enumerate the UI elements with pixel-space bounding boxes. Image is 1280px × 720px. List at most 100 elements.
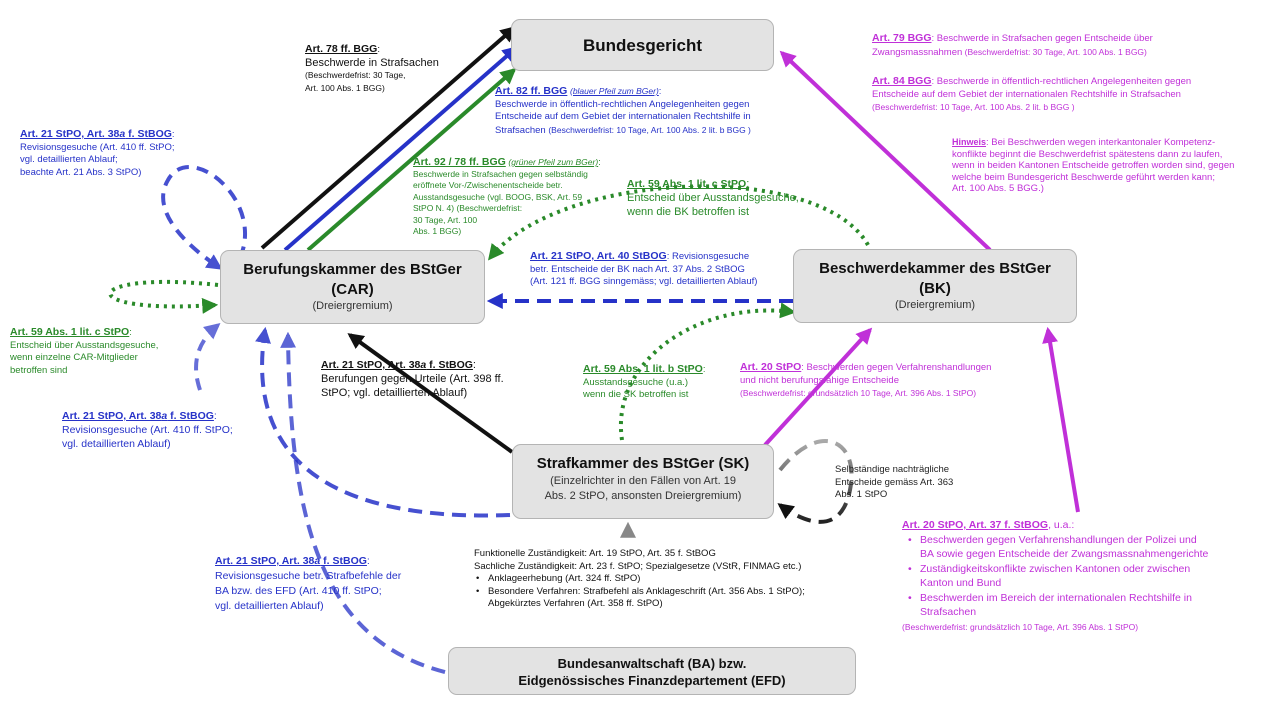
annotation-art21-40: Art. 21 StPO, Art. 40 StBOG: Revisionsge… bbox=[530, 250, 757, 289]
node-sk: Strafkammer des BStGer (SK) (Einzelricht… bbox=[512, 444, 774, 519]
arrow-sk-car-blue bbox=[255, 326, 511, 518]
art21-bot-l2: BA bzw. des EFD (Art. 410 ff. StPO; bbox=[215, 585, 382, 597]
annotation-art78-bgg: Art. 78 ff. BGG: Beschwerde in Strafsach… bbox=[305, 43, 439, 94]
art79-colon: : bbox=[931, 33, 935, 44]
hinweis-head: Hinweis bbox=[952, 137, 987, 147]
art21-mid-head: Art. 21 StPO, Art. 38 bbox=[62, 410, 162, 422]
art92-l6: Abs. 1 BGG) bbox=[413, 226, 462, 236]
art59c-top-head: Art. 59 Abs. 1 lit. c StPO bbox=[627, 178, 747, 190]
hinweis-l1: : Bei Beschwerden wegen interkantonaler … bbox=[986, 137, 1216, 148]
arrow-car-bger-green bbox=[306, 67, 517, 252]
annotation-art82-bgg: Art. 82 ff. BGG (blauer Pfeil zum BGer):… bbox=[495, 85, 751, 137]
art92-headi: (grüner Pfeil zum BGer) bbox=[508, 157, 599, 167]
art59b-colon: : bbox=[702, 364, 706, 375]
art20-37-tail: , u.a.: bbox=[1048, 519, 1075, 531]
art59c-top-l1: Entscheid über Ausstandsgesuche, bbox=[627, 192, 799, 204]
art21-mid-colon: : bbox=[213, 410, 217, 422]
selbst-l2: Entscheide gemäss Art. 363 bbox=[835, 476, 954, 488]
node-sk-sub2: Abs. 2 StPO, ansonsten Dreiergremium) bbox=[544, 490, 742, 502]
zust-l1: Funktionelle Zuständigkeit: Art. 19 StPO… bbox=[474, 548, 716, 559]
art21-tl-head2: f. StBOG bbox=[125, 128, 172, 140]
hinweis-l3: wenn in beiden Kantonen Entscheide getro… bbox=[952, 160, 1235, 171]
annotation-art59c-top: Art. 59 Abs. 1 lit. c StPO: Entscheid üb… bbox=[627, 177, 799, 219]
art21-bot-heada: a bbox=[314, 555, 321, 567]
art84-l2: Entscheide auf dem Gebiet der internatio… bbox=[872, 88, 1181, 100]
art92-head: Art. 92 / 78 ff. BGG bbox=[413, 156, 506, 168]
art21-40-l3: (Art. 121 ff. BGG sinngemäss; vgl. detai… bbox=[530, 276, 758, 287]
art20-37-b1: Beschwerden gegen Verfahrenshandlungen d… bbox=[908, 533, 1208, 562]
node-bk-title2: (BK) bbox=[919, 280, 951, 297]
art78-head: Art. 78 ff. BGG bbox=[305, 43, 378, 55]
arrow-ext-bk-magenta bbox=[1042, 326, 1080, 513]
art59c-left-l1: Entscheid über Ausstandsgesuche, bbox=[10, 339, 159, 351]
art20-bk-l2: und nicht berufungsfähige Entscheide bbox=[740, 374, 899, 386]
annotation-hinweis: Hinweis: Bei Beschwerden wegen interkant… bbox=[952, 137, 1234, 195]
art20-37-b3-text: Beschwerden im Bereich der international… bbox=[920, 591, 1192, 604]
art78-l3: Art. 100 Abs. 1 BGG) bbox=[305, 82, 385, 93]
arrow-bk-car-green bbox=[488, 184, 870, 261]
node-car-title: Berufungskammer des BStGer bbox=[243, 261, 462, 278]
annotation-art21-berufung: Art. 21 StPO, Art. 38a f. StBOG: Berufun… bbox=[321, 358, 504, 400]
arrow-car-bger-black bbox=[260, 25, 517, 250]
node-car-title2: (CAR) bbox=[331, 281, 374, 298]
art21-40-l1: : Revisionsgesuche bbox=[666, 251, 750, 262]
art78-l2: (Beschwerdefrist: 30 Tage, bbox=[305, 70, 406, 80]
arrow-left-car-blue bbox=[194, 322, 221, 391]
art59c-left-l3: betroffen sind bbox=[10, 364, 68, 376]
art21-bot-colon: : bbox=[366, 555, 370, 567]
art20-37-b1-text: Beschwerden gegen Verfahrenshandlungen d… bbox=[920, 533, 1197, 546]
node-ba: Bundesanwaltschaft (BA) bzw. Eidgenössis… bbox=[448, 647, 856, 695]
zust-b2b: Abgekürztes Verfahren (Art. 358 ff. StPO… bbox=[488, 598, 663, 609]
art21-ber-l1: Berufungen gegen Urteile (Art. 398 ff. bbox=[321, 373, 504, 385]
art21-tl-heada: a bbox=[119, 128, 126, 140]
node-car: Berufungskammer des BStGer (CAR) (Dreier… bbox=[220, 250, 485, 324]
annotation-art59c-left: Art. 59 Abs. 1 lit. c StPO: Entscheid üb… bbox=[10, 326, 158, 377]
node-bk-sub: (Dreiergremium) bbox=[894, 299, 976, 311]
node-bk-title: Beschwerdekammer des BStGer bbox=[819, 260, 1051, 277]
art20-37-b2b: Kanton und Bund bbox=[920, 577, 1002, 589]
annotation-art59b: Art. 59 Abs. 1 lit. b StPO: Ausstandsges… bbox=[583, 363, 705, 402]
art79-l2: Zwangsmassnahmen bbox=[872, 46, 963, 58]
node-car-sub: (Dreiergremium) bbox=[312, 300, 393, 312]
hinweis-l2: konflikte beginnt die Beschwerdefrist sp… bbox=[952, 148, 1223, 160]
art78-colon: : bbox=[377, 44, 380, 55]
art20-bk-head: Art. 20 StPO bbox=[740, 361, 802, 373]
loop-car-green bbox=[108, 279, 219, 314]
art92-l2: eröffnete Vor-/Zwischenentscheide betr. bbox=[413, 180, 563, 190]
annotation-art20-bk: Art. 20 StPO: Beschwerden gegen Verfahre… bbox=[740, 361, 991, 400]
art21-bot-head2: f. StBOG bbox=[320, 555, 367, 567]
art20-bk-l1: Beschwerden gegen Verfahrenshandlungen bbox=[803, 362, 992, 373]
art84-l3: (Beschwerdefrist: 10 Tage, Art. 100 Abs.… bbox=[872, 102, 1075, 112]
art21-tl-l1: Revisionsgesuche (Art. 410 ff. StPO; bbox=[20, 141, 175, 153]
node-sk-sub1: (Einzelrichter in den Fällen von Art. 19 bbox=[550, 475, 736, 487]
arrow-bk-bger-magenta bbox=[779, 50, 992, 252]
hinweis-l4: welche beim Bundesgericht Beschwerde gef… bbox=[952, 171, 1215, 183]
art20-37-b2: Zuständigkeitskonflikte zwischen Kantone… bbox=[908, 562, 1208, 591]
node-ba-title2: Eidgenössisches Finanzdepartement (EFD) bbox=[518, 673, 786, 688]
annotation-art92-bgg: Art. 92 / 78 ff. BGG (grüner Pfeil zum B… bbox=[413, 156, 601, 238]
arrow-sk-bk-magenta bbox=[763, 327, 873, 447]
art59c-top-colon: : bbox=[746, 178, 750, 190]
art21-ber-colon: : bbox=[472, 359, 476, 371]
art92-l5: 30 Tage, Art. 100 bbox=[413, 214, 478, 225]
annotation-art20-37: Art. 20 StPO, Art. 37 f. StBOG, u.a.: Be… bbox=[902, 518, 1208, 634]
art82-head: Art. 82 ff. BGG bbox=[495, 85, 568, 97]
art20-bk-l3: (Beschwerdefrist: grundsätzlich 10 Tage,… bbox=[740, 388, 977, 398]
node-bundesgericht: Bundesgericht bbox=[511, 19, 774, 71]
art21-ber-heada: a bbox=[420, 359, 427, 371]
art20-37-head: Art. 20 StPO, Art. 37 f. StBOG bbox=[902, 519, 1049, 531]
art82-l3: Strafsachen bbox=[495, 124, 546, 136]
art20-37-b3b: Strafsachen bbox=[920, 606, 977, 618]
art21-tl-l3: beachte Art. 21 Abs. 3 StPO) bbox=[20, 166, 142, 178]
art82-l3b: (Beschwerdefrist: 10 Tage, Art. 100 Abs.… bbox=[548, 124, 751, 135]
art21-bot-l3: vgl. detaillierten Ablauf) bbox=[215, 600, 324, 612]
art79-l1: Beschwerde in Strafsachen gegen Entschei… bbox=[934, 33, 1153, 44]
zust-list: Anklageerhebung (Art. 324 ff. StPO) Beso… bbox=[474, 573, 805, 598]
art21-mid-l1: Revisionsgesuche (Art. 410 ff. StPO; bbox=[62, 424, 233, 436]
art21-mid-head2: f. StBOG bbox=[167, 410, 214, 422]
art21-tl-colon: : bbox=[171, 129, 175, 140]
art20-37-b2-text: Zuständigkeitskonflikte zwischen Kantone… bbox=[920, 562, 1191, 575]
art21-tl-head: Art. 21 StPO, Art. 38 bbox=[20, 128, 120, 140]
annotation-selbstaendige: Selbständige nachträgliche Entscheide ge… bbox=[835, 464, 953, 502]
